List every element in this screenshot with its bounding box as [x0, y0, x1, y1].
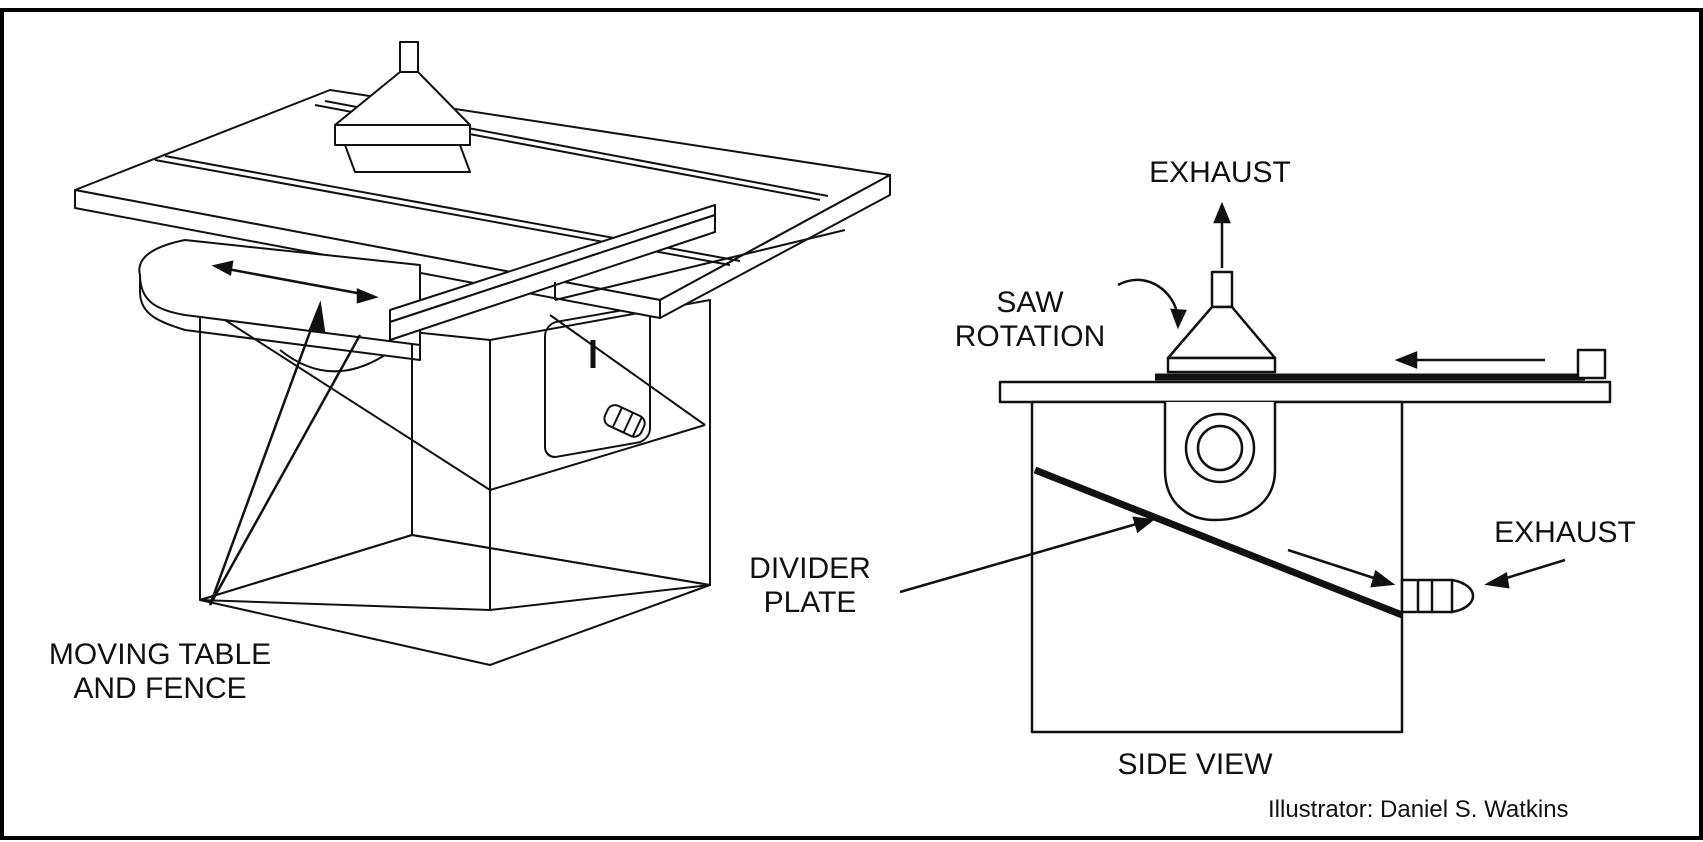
label-saw-rotation: SAW ROTATION	[940, 286, 1120, 354]
fence-front	[389, 214, 716, 341]
side-exhaust-port	[1400, 578, 1454, 614]
label-moving-table: MOVING TABLE AND FENCE	[20, 638, 300, 706]
internal-divider-line-3	[549, 314, 706, 426]
hood-rim	[334, 124, 471, 146]
access-door	[544, 306, 651, 458]
label-saw-line2: ROTATION	[954, 320, 1106, 353]
side-hood-duct	[1210, 270, 1234, 309]
cabinet-side-face	[489, 299, 711, 611]
moving-table-edge	[139, 275, 421, 361]
illustrator-credit: Illustrator: Daniel S. Watkins	[1268, 796, 1569, 823]
travel-arrow	[211, 260, 379, 304]
cabinet-front-face	[199, 309, 491, 611]
label-divider-line2: PLATE	[763, 586, 857, 619]
internal-divider-line-1	[224, 319, 491, 491]
side-fence-stop	[1576, 348, 1607, 380]
hood-duct	[399, 41, 419, 73]
side-hood-rim	[1166, 356, 1277, 374]
label-divider-line1: DIVIDER	[749, 552, 871, 585]
label-exhaust-top: EXHAUST	[1149, 156, 1291, 189]
label-divider-plate: DIVIDER PLATE	[730, 552, 890, 620]
hood-base	[344, 144, 471, 173]
fence-rail-2	[554, 229, 846, 301]
side-blade-housing	[1163, 402, 1277, 522]
side-table-top	[998, 380, 1612, 404]
side-divider-plate	[1033, 466, 1404, 619]
label-side-view: SIDE VIEW	[1117, 748, 1273, 781]
side-arbor-inner	[1196, 424, 1244, 472]
cabinet-bottom	[199, 534, 711, 666]
moving-table-leader-lines	[208, 300, 362, 606]
label-exhaust-side: EXHAUST	[1494, 516, 1636, 549]
isometric-table-saw	[74, 41, 891, 666]
border-frame	[0, 8, 1703, 840]
label-moving-table-line1: MOVING TABLE	[48, 638, 272, 671]
internal-divider-line-2	[489, 424, 706, 491]
side-view-arrows	[899, 201, 1566, 594]
side-arbor-outer	[1184, 412, 1256, 484]
label-moving-table-line2: AND FENCE	[73, 672, 247, 705]
label-saw-line1: SAW	[996, 286, 1064, 319]
exhaust-port	[603, 404, 646, 438]
moving-table-arc	[279, 349, 386, 373]
